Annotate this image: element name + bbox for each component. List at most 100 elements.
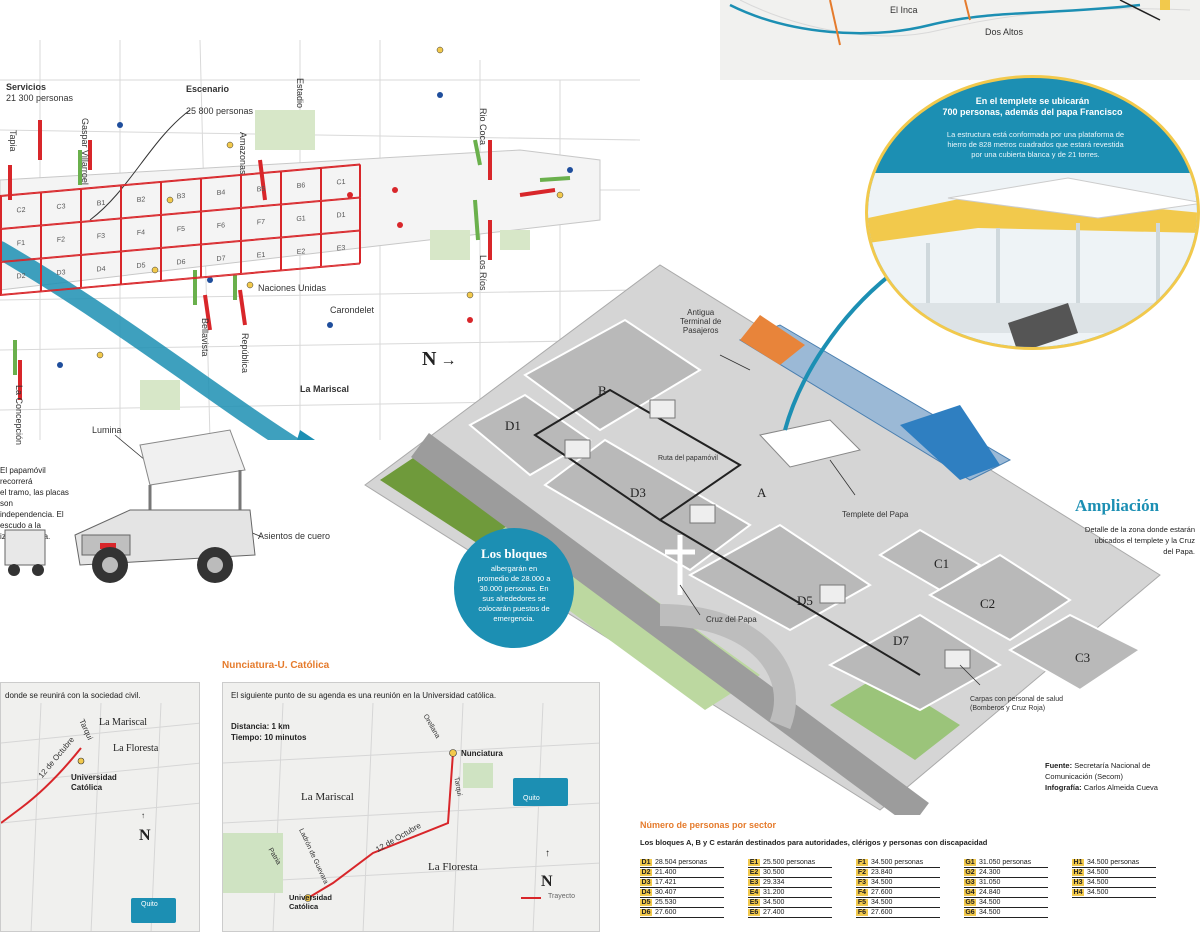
grid-block: B4 bbox=[201, 174, 241, 212]
grid-block: D6 bbox=[161, 244, 201, 281]
stats-code: G3 bbox=[964, 879, 976, 886]
stats-code: E3 bbox=[748, 879, 760, 886]
bloques-callout: Los bloques albergarán en promedio de 28… bbox=[454, 528, 574, 648]
street-label-rio-coca: Rio Coca bbox=[478, 108, 488, 146]
stats-value: 34.500 bbox=[979, 899, 1001, 906]
venue-sector-c3: C3 bbox=[1075, 650, 1091, 665]
popemobile-accent-label: Asientos de cuero bbox=[258, 531, 331, 541]
stats-value: 24.300 bbox=[979, 869, 1001, 876]
stats-value: 27.600 bbox=[871, 909, 893, 916]
stats-value: 29.334 bbox=[763, 879, 785, 886]
stats-value: 27.600 bbox=[655, 909, 677, 916]
panel-right-legend: Trayecto bbox=[548, 893, 575, 900]
grid-block: G1 bbox=[281, 200, 321, 238]
stats-value: 34.500 bbox=[871, 879, 893, 886]
stats-value: 23.840 bbox=[871, 869, 893, 876]
bloques-title: Los bloques bbox=[480, 546, 548, 561]
grid-block: C3 bbox=[41, 188, 81, 226]
stats-code: F5 bbox=[856, 899, 868, 906]
templete-title-1: En el templete se ubicarán bbox=[975, 96, 1090, 106]
templete-structure bbox=[868, 173, 1197, 347]
templete-body-2: hierro de 828 metros cuadrados que estar… bbox=[947, 140, 1124, 149]
popemobile-label: Lumina bbox=[92, 425, 122, 435]
street-label-tapia: Tapia bbox=[8, 130, 18, 152]
templete-body-3: por una cubierta blanca y de 21 torres. bbox=[971, 150, 1100, 159]
stats-value: 21.400 bbox=[655, 869, 677, 876]
grid-block: E3 bbox=[321, 230, 361, 267]
panel-right-metrics: Distancia: 1 km Tiempo: 10 minutos bbox=[231, 721, 306, 743]
venue-sector-d1: D1 bbox=[505, 418, 521, 433]
panel-right-map: El siguiente punto de su agenda es una r… bbox=[222, 682, 600, 932]
escenario-label: Escenario bbox=[186, 84, 230, 94]
grid-block: D4 bbox=[81, 251, 121, 288]
panel-right-nunciatura: Nunciatura bbox=[461, 749, 503, 758]
panel-right-badge: Quito bbox=[523, 795, 540, 802]
templete-label: Templete del Papa bbox=[842, 510, 909, 519]
source-credits: Fuente: Secretaría Nacional de Comunicac… bbox=[1045, 760, 1158, 793]
stats-value: 34.500 bbox=[1087, 879, 1109, 886]
panel-left-floresta: La Floresta bbox=[113, 743, 159, 754]
panel-left-map: donde se reunirá con la sociedad civil. … bbox=[0, 682, 200, 932]
terminal-label-2: Terminal de bbox=[680, 317, 722, 326]
panel-right-north: N bbox=[541, 873, 553, 890]
stats-value: 34.500 personas bbox=[871, 859, 924, 866]
ampliacion-desc: Detalle de la zona donde estarán ubicado… bbox=[1050, 524, 1195, 557]
grid-block: D7 bbox=[201, 240, 241, 278]
stats-code: G1 bbox=[964, 859, 976, 866]
grid-block: F2 bbox=[41, 221, 81, 259]
venue-sector-c2: C2 bbox=[980, 596, 996, 611]
stats-code: H1 bbox=[1072, 859, 1084, 866]
north-label: N bbox=[422, 348, 437, 370]
panel-right-universidad-2: Católica bbox=[289, 902, 319, 911]
stats-code: G2 bbox=[964, 869, 976, 876]
stats-code: H4 bbox=[1072, 889, 1084, 896]
grid-block: B2 bbox=[121, 181, 161, 219]
grid-block: B3 bbox=[161, 178, 201, 215]
escenario-value: 25 800 personas bbox=[186, 106, 254, 116]
carpas-label: Carpas con personal de salud (Bomberos y… bbox=[970, 695, 1063, 713]
bloques-line-3: 30.000 personas. En bbox=[479, 584, 549, 593]
panel-left-universidad-1: Universidad bbox=[71, 773, 117, 782]
panel-right-floresta: La Floresta bbox=[428, 861, 478, 873]
carpas-label-1: Carpas con personal de salud bbox=[970, 696, 1064, 703]
north-arrow-main: N → bbox=[422, 348, 457, 370]
street-label-el-inca: El Inca bbox=[890, 5, 918, 15]
stats-code: D3 bbox=[640, 879, 652, 886]
stats-code: H2 bbox=[1072, 869, 1084, 876]
stats-value: 34.500 personas bbox=[1087, 859, 1140, 866]
ampliacion-line-1: Detalle de la zona donde estarán bbox=[1084, 525, 1195, 534]
panel-right-intro: El siguiente punto de su agenda es una r… bbox=[231, 691, 497, 700]
ampliacion-line-2: ubicados el templete y la Cruz bbox=[1094, 536, 1195, 545]
grid-block: B6 bbox=[281, 167, 321, 205]
bloques-line-2: promedio de 28.000 a bbox=[477, 574, 551, 583]
grid-block: C2 bbox=[1, 192, 41, 229]
stats-code: F2 bbox=[856, 869, 868, 876]
stats-code: E6 bbox=[748, 909, 760, 916]
stats-value: 31.200 bbox=[763, 889, 785, 896]
panel-right-distancia: Distancia: 1 km bbox=[231, 722, 290, 731]
venue-sector-b: B bbox=[598, 383, 607, 398]
terminal-label: Antigua Terminal de Pasajeros bbox=[680, 308, 721, 335]
stats-value: 25.530 bbox=[655, 899, 677, 906]
grid-block: B1 bbox=[81, 185, 121, 222]
street-label-estadio: Estadio bbox=[295, 78, 305, 109]
sweep-arrow bbox=[0, 241, 302, 440]
grid-block: F4 bbox=[121, 214, 161, 252]
panel-left-north-arrow: ↑ bbox=[141, 811, 145, 820]
